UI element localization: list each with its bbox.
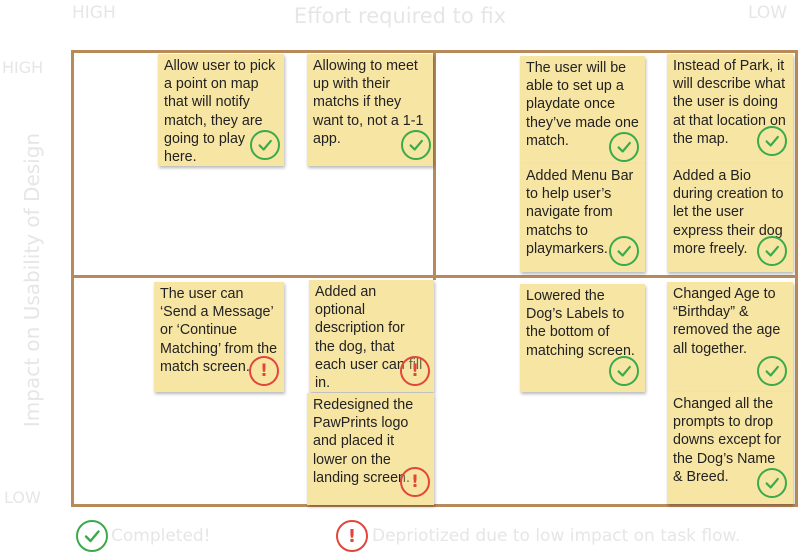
completed-check-icon	[757, 236, 787, 266]
completed-check-icon	[757, 126, 787, 156]
completed-check-icon	[250, 130, 280, 160]
legend-deprioritized-label: Depriotized due to low impact on task fl…	[372, 526, 741, 546]
legend-check-icon	[76, 520, 108, 552]
sticky-note: Changed Age to “Birthday” & removed the …	[667, 282, 793, 392]
y-axis-title: Impact on Usability of Design	[20, 132, 44, 428]
quadrant-divider-vertical	[433, 50, 436, 280]
legend-completed-label: Completed!	[111, 526, 211, 546]
legend-alert-icon: !	[336, 520, 368, 552]
completed-check-icon	[609, 132, 639, 162]
note-text: Redesigned the PawPrints logo and placed…	[313, 397, 414, 486]
note-text: Allowing to meet up with their matchs if…	[313, 58, 424, 147]
y-axis-high-label: HIGH	[2, 58, 44, 77]
sticky-note: Added a Bio during creation to let the u…	[667, 164, 793, 272]
sticky-note: The user can ‘Send a Message’ or ‘Contin…	[154, 282, 284, 392]
alert-icon: !	[400, 467, 430, 497]
sticky-note: Allowing to meet up with their matchs if…	[307, 54, 433, 166]
sticky-note: Added an optional description for the do…	[309, 280, 434, 392]
alert-icon: !	[400, 356, 430, 386]
note-text: Lowered the Dog’s Labels to the bottom o…	[526, 288, 635, 359]
note-text: Allow user to pick a point on map that w…	[164, 58, 276, 166]
quadrant-divider-horizontal	[71, 275, 798, 278]
completed-check-icon	[757, 468, 787, 498]
sticky-note: Changed all the prompts to drop downs ex…	[667, 392, 793, 504]
alert-icon: !	[249, 356, 279, 386]
sticky-note: Lowered the Dog’s Labels to the bottom o…	[520, 284, 645, 392]
note-text: Changed all the prompts to drop downs ex…	[673, 396, 782, 485]
x-axis-low-label: LOW	[748, 3, 788, 23]
y-axis-low-label: LOW	[4, 488, 41, 507]
completed-check-icon	[757, 356, 787, 386]
note-text: The user can ‘Send a Message’ or ‘Contin…	[160, 286, 278, 375]
sticky-note: The user will be able to set up a playda…	[520, 56, 645, 164]
sticky-note: Instead of Park, it will describe what t…	[667, 54, 793, 164]
note-text: The user will be able to set up a playda…	[526, 60, 639, 149]
note-text: Instead of Park, it will describe what t…	[673, 58, 786, 147]
completed-check-icon	[401, 130, 431, 160]
note-text: Added Menu Bar to help user’s navigate f…	[526, 168, 634, 257]
sticky-note: Allow user to pick a point on map that w…	[158, 54, 284, 166]
x-axis-high-label: HIGH	[72, 3, 116, 23]
note-text: Added a Bio during creation to let the u…	[673, 168, 784, 257]
completed-check-icon	[609, 236, 639, 266]
note-text: Added an optional description for the do…	[315, 284, 423, 392]
sticky-note: Added Menu Bar to help user’s navigate f…	[520, 164, 645, 272]
note-text: Changed Age to “Birthday” & removed the …	[673, 286, 781, 357]
x-axis-title: Effort required to fix	[293, 4, 507, 28]
sticky-note: Redesigned the PawPrints logo and placed…	[307, 393, 434, 505]
completed-check-icon	[609, 356, 639, 386]
